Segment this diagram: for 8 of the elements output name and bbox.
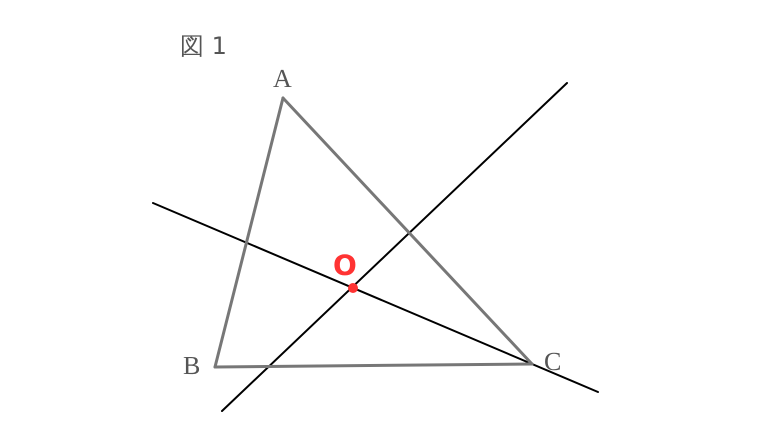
point-label: O <box>333 252 357 280</box>
triangle-side <box>214 362 534 368</box>
triangle-side <box>214 96 284 368</box>
figure-title: 図 1 <box>180 34 227 58</box>
vertex-label: C <box>544 349 562 375</box>
vertex-label: B <box>183 353 200 379</box>
vertex-label: A <box>273 66 292 92</box>
triangle-side <box>282 96 534 366</box>
